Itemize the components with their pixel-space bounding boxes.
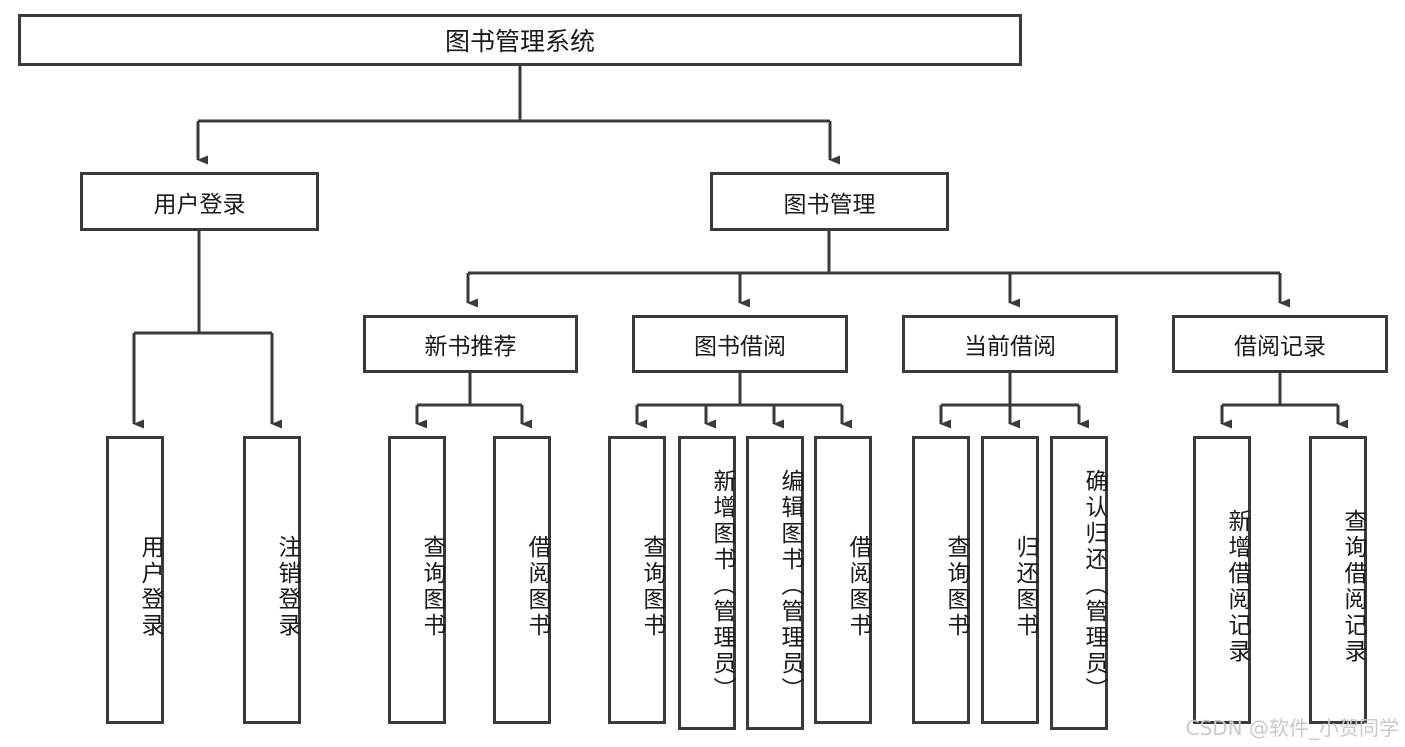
node-label: 查询图书 bbox=[943, 535, 969, 639]
node-label: 借阅记录 bbox=[1234, 334, 1326, 360]
leaf-return-book[interactable]: 归还图书 bbox=[981, 436, 1039, 724]
node-book-management[interactable]: 图书管理 bbox=[710, 172, 949, 231]
node-label: 用户登录 bbox=[137, 535, 163, 639]
leaf-query-borrow-record[interactable]: 查询借阅记录 bbox=[1309, 436, 1367, 724]
node-label: 注销登录 bbox=[274, 535, 300, 639]
node-label: 借阅图书 bbox=[524, 535, 550, 639]
node-label: 新书推荐 bbox=[424, 334, 517, 360]
node-label: 查询图书 bbox=[419, 535, 445, 639]
node-borrow-record[interactable]: 借阅记录 bbox=[1172, 315, 1388, 373]
leaf-add-book-admin[interactable]: 新增图书（管理员） bbox=[678, 436, 736, 730]
node-label: 借阅图书 bbox=[845, 535, 871, 639]
leaf-query-book-recommend[interactable]: 查询图书 bbox=[388, 436, 446, 724]
leaf-borrow-book[interactable]: 借阅图书 bbox=[814, 436, 872, 724]
node-label: 查询图书 bbox=[639, 535, 665, 639]
leaf-edit-book-admin[interactable]: 编辑图书（管理员） bbox=[746, 436, 804, 730]
node-label: 确认归还（管理员） bbox=[1081, 469, 1107, 703]
node-label: 图书借阅 bbox=[694, 334, 786, 360]
node-label: 用户登录 bbox=[153, 191, 246, 218]
node-label: 图书管理系统 bbox=[444, 27, 595, 56]
node-new-book-recommend[interactable]: 新书推荐 bbox=[363, 315, 578, 373]
leaf-logout-login[interactable]: 注销登录 bbox=[243, 436, 301, 724]
node-root-system[interactable]: 图书管理系统 bbox=[18, 14, 1022, 66]
leaf-user-login[interactable]: 用户登录 bbox=[106, 436, 164, 724]
node-label: 图书管理 bbox=[783, 191, 876, 218]
node-label: 新增图书（管理员） bbox=[709, 469, 735, 703]
leaf-confirm-return-admin[interactable]: 确认归还（管理员） bbox=[1050, 436, 1108, 730]
node-label: 当前借阅 bbox=[964, 334, 1056, 360]
leaf-query-book-current[interactable]: 查询图书 bbox=[912, 436, 970, 724]
leaf-borrow-book-recommend[interactable]: 借阅图书 bbox=[493, 436, 551, 724]
node-label: 查询借阅记录 bbox=[1340, 509, 1366, 665]
leaf-add-borrow-record[interactable]: 新增借阅记录 bbox=[1193, 436, 1251, 724]
node-current-borrow[interactable]: 当前借阅 bbox=[902, 315, 1118, 373]
node-book-borrow[interactable]: 图书借阅 bbox=[632, 315, 848, 373]
node-user-login[interactable]: 用户登录 bbox=[80, 172, 319, 231]
csdn-watermark: CSDN @软件_小贺同学 bbox=[1185, 716, 1399, 740]
node-label: 新增借阅记录 bbox=[1224, 509, 1250, 665]
node-label: 归还图书 bbox=[1012, 535, 1038, 639]
node-label: 编辑图书（管理员） bbox=[777, 469, 803, 703]
leaf-query-book-borrow[interactable]: 查询图书 bbox=[608, 436, 666, 724]
